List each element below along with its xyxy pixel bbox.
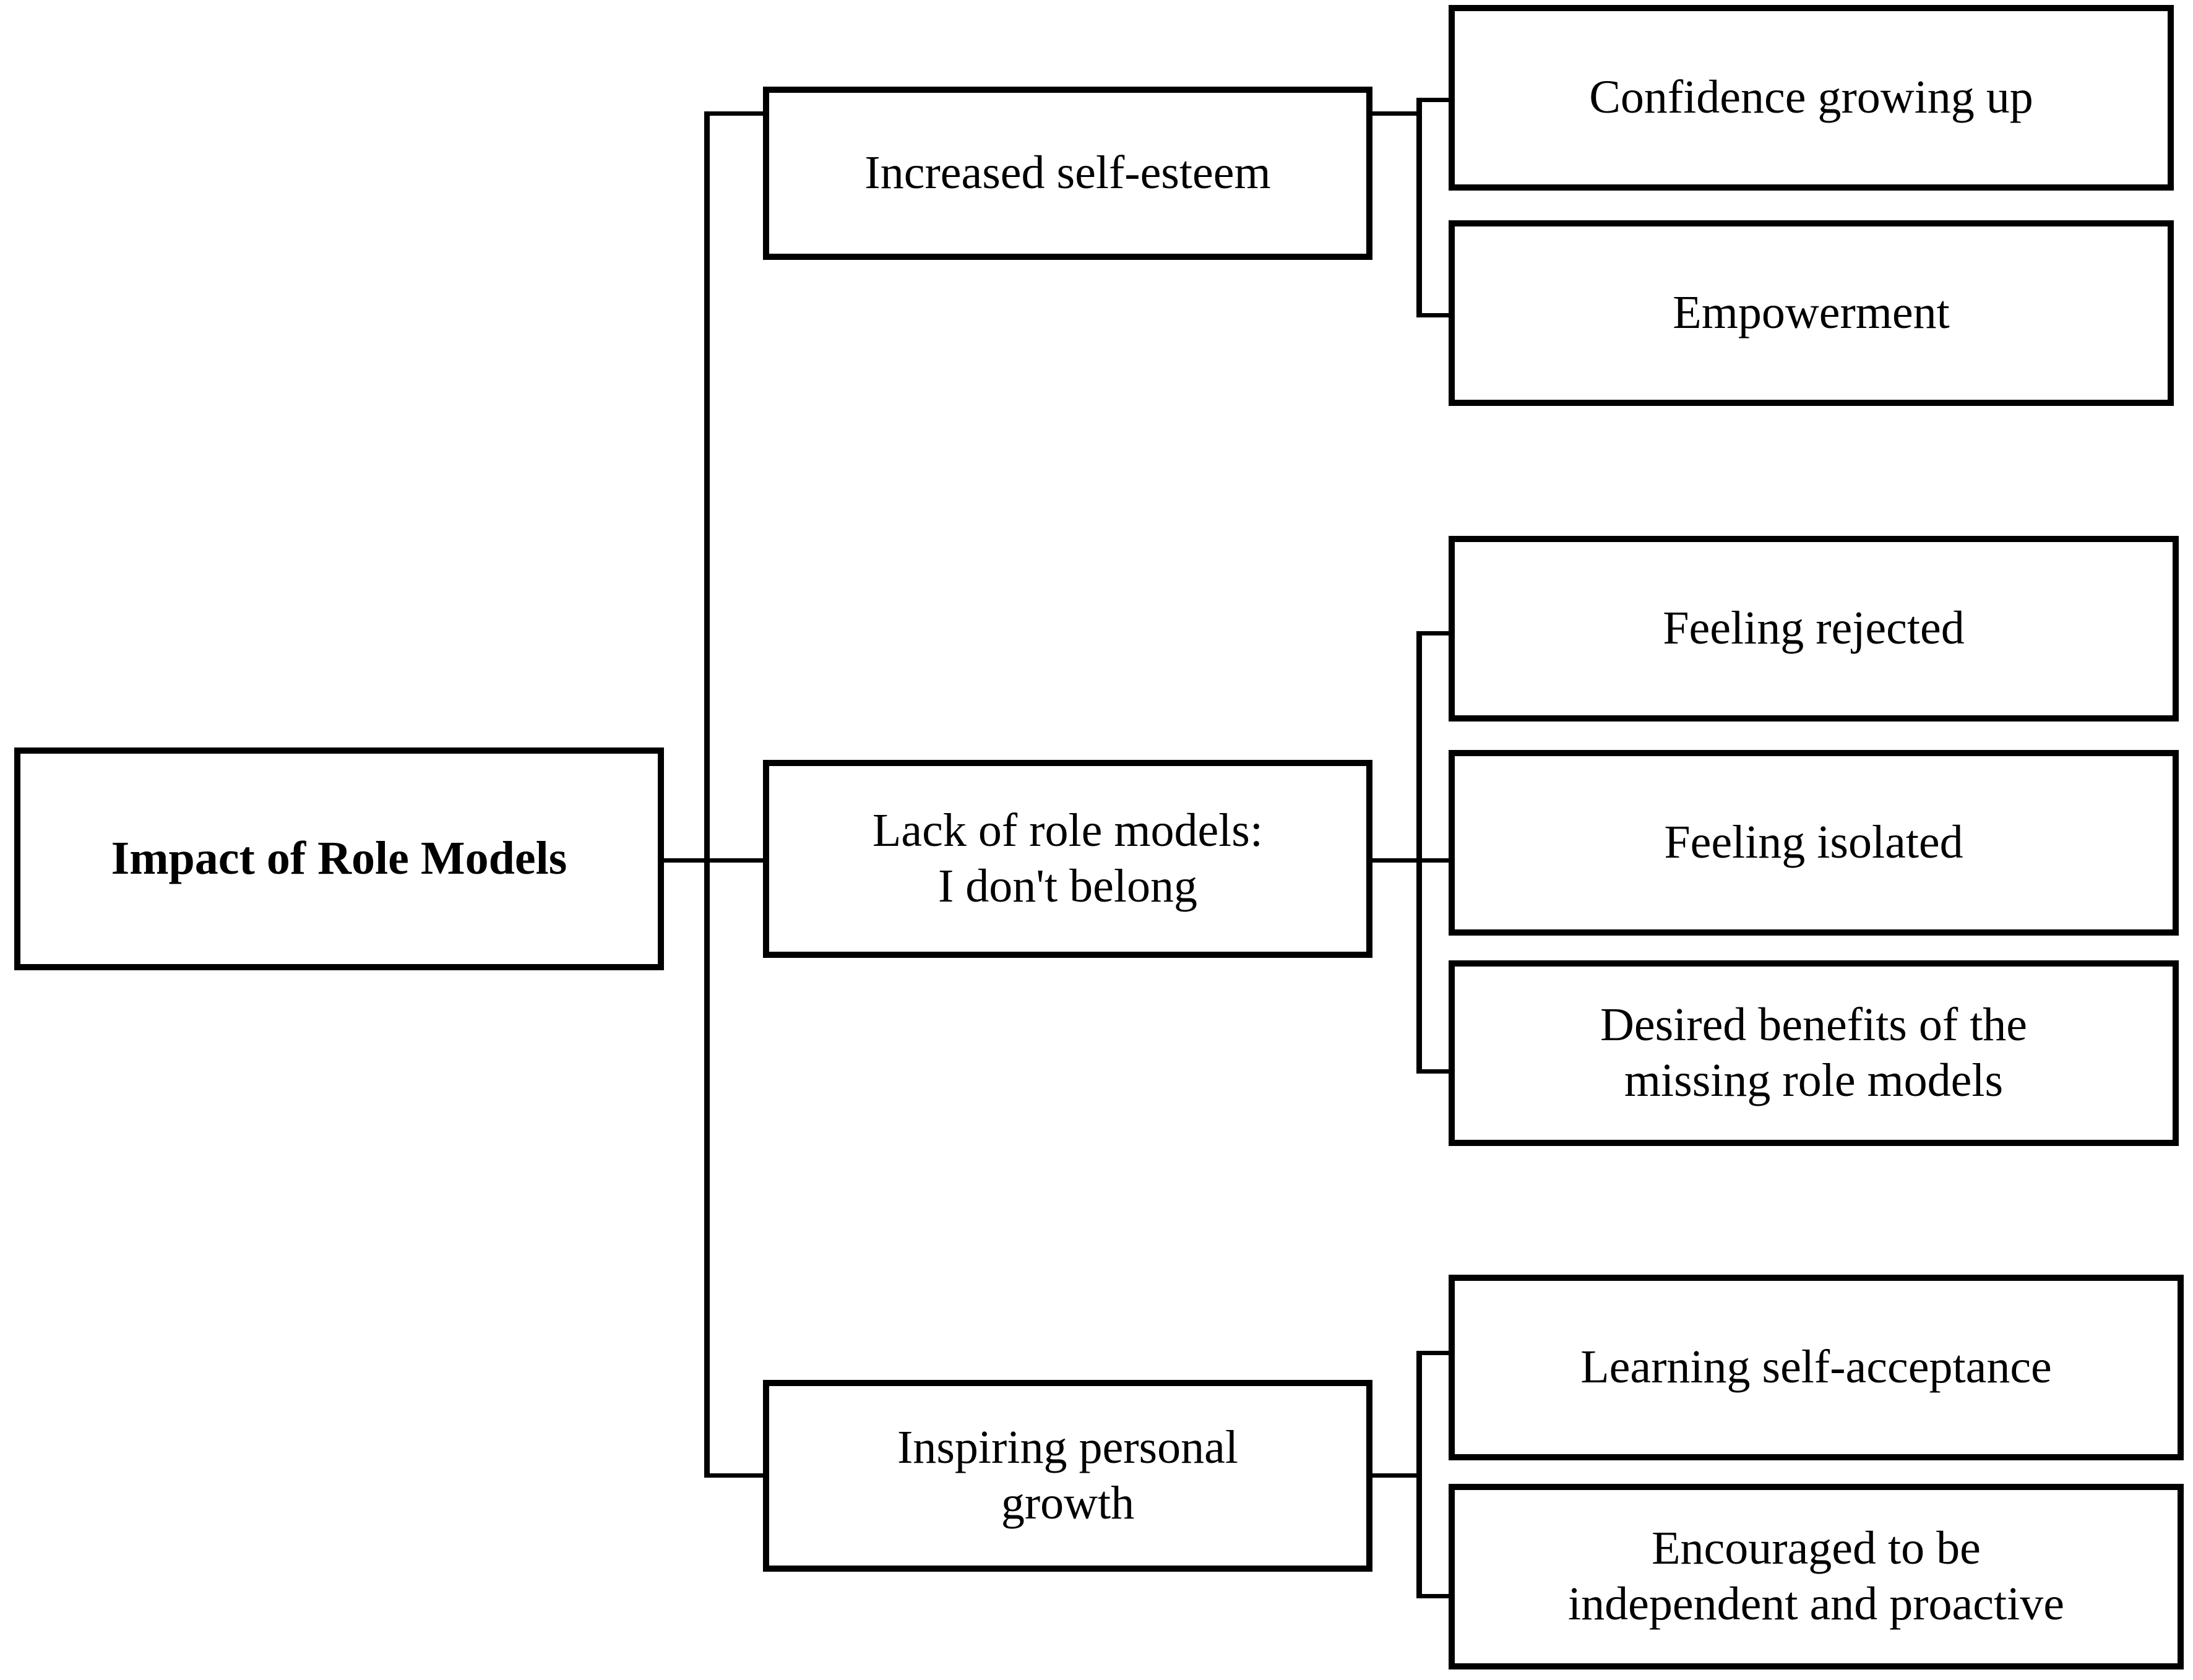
connector-branch3-out xyxy=(1368,1473,1421,1478)
connector-child-rejected xyxy=(1416,631,1450,635)
node-desired-benefits[interactable]: Desired benefits of the missing role mod… xyxy=(1449,960,2179,1146)
connector-child-acceptance xyxy=(1416,1351,1450,1355)
node-feeling-isolated[interactable]: Feeling isolated xyxy=(1449,750,2179,936)
node-inspiring-personal-growth[interactable]: Inspiring personal growth xyxy=(763,1380,1372,1572)
node-label: Feeling rejected xyxy=(1663,602,1965,655)
connector-child-confidence xyxy=(1416,98,1450,102)
node-label: Encouraged to be independent and proacti… xyxy=(1568,1522,2064,1630)
node-feeling-rejected[interactable]: Feeling rejected xyxy=(1449,536,2179,722)
node-label: Increased self-esteem xyxy=(864,147,1271,199)
node-label: Confidence growing up xyxy=(1589,71,2033,124)
connector-root-stub xyxy=(658,858,709,863)
node-label: Empowerment xyxy=(1673,286,1950,339)
node-label: Lack of role models: I don't belong xyxy=(872,804,1263,912)
node-empowerment[interactable]: Empowerment xyxy=(1449,220,2174,406)
node-increased-self-esteem[interactable]: Increased self-esteem xyxy=(763,87,1372,260)
node-learning-self-acceptance[interactable]: Learning self-acceptance xyxy=(1449,1275,2184,1460)
node-label: Impact of Role Models xyxy=(111,832,567,885)
connector-branch1-out xyxy=(1368,111,1421,116)
connector-group1-bus xyxy=(1416,98,1422,317)
connector-branch1-stub xyxy=(704,111,766,116)
node-encouraged-independent[interactable]: Encouraged to be independent and proacti… xyxy=(1449,1484,2184,1669)
node-impact-of-role-models[interactable]: Impact of Role Models xyxy=(14,747,664,970)
connector-level1-bus xyxy=(704,111,710,1478)
connector-child-encouraged xyxy=(1416,1594,1450,1598)
connector-branch2-stub xyxy=(704,858,766,863)
node-label: Desired benefits of the missing role mod… xyxy=(1600,999,2028,1106)
connector-group3-bus xyxy=(1416,1351,1422,1598)
node-confidence-growing-up[interactable]: Confidence growing up xyxy=(1449,5,2174,191)
connector-child-isolated xyxy=(1416,858,1450,863)
node-label: Feeling isolated xyxy=(1664,816,1963,869)
node-label: Inspiring personal growth xyxy=(897,1421,1238,1529)
connector-child-desired xyxy=(1416,1069,1450,1074)
node-lack-of-role-models[interactable]: Lack of role models: I don't belong xyxy=(763,760,1372,958)
connector-child-empowerment xyxy=(1416,313,1450,317)
node-label: Learning self-acceptance xyxy=(1580,1341,2052,1394)
connector-branch2-out xyxy=(1368,858,1421,863)
connector-branch3-stub xyxy=(704,1473,766,1478)
connector-group2-bus xyxy=(1416,631,1422,1074)
